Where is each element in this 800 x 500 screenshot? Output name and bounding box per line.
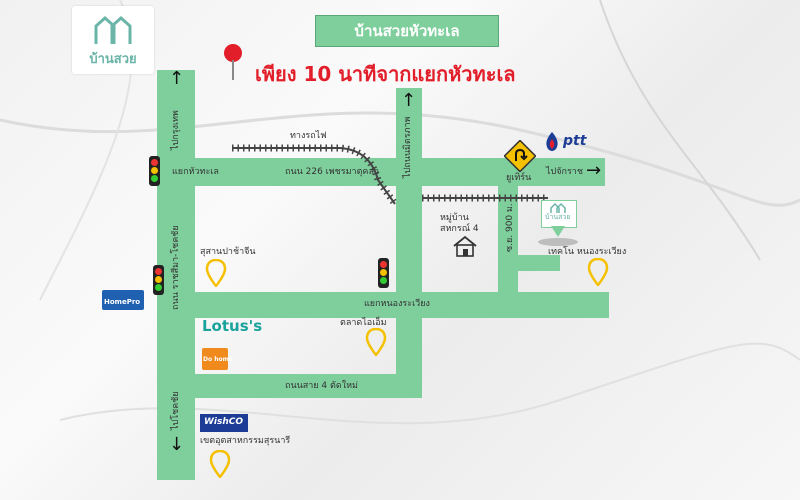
brand-dohome-logo	[202, 348, 228, 370]
project-marker-label: บ้านสวย	[545, 213, 571, 221]
place-talad: ตลาดไอเอ็ม	[340, 318, 387, 328]
location-pin-icon	[224, 44, 242, 80]
house-logo-icon	[94, 15, 132, 44]
brand-homepro-logo	[102, 290, 144, 310]
road-label-sai-4: ถนนสาย 4 ตัดใหม่	[285, 381, 358, 391]
arrow-right-icon: →	[586, 160, 602, 181]
logo-text: บ้านสวย	[89, 52, 137, 67]
location-pin-icon	[209, 450, 231, 478]
arrow-up-icon: ↑	[169, 68, 185, 89]
house-icon	[453, 235, 477, 257]
label-to-mittraphap: ไปถนนมิตรภาพ	[403, 116, 413, 178]
brand-wish-logo	[200, 414, 248, 432]
brand-dohome: Do home	[203, 356, 233, 363]
uturn-sign-icon	[504, 140, 536, 172]
project-shadow	[538, 238, 578, 246]
place-suan-pa-chin: สุสานปาช้าจีน	[200, 247, 256, 257]
label-uturn: ยูเทิร์น	[506, 173, 532, 183]
traffic-light-icon	[153, 265, 164, 295]
road-mittraphap-vertical	[396, 88, 422, 398]
road-label-226: ถนน 226 เพชรมาตุคลา	[285, 167, 380, 177]
road-sai-4	[157, 374, 422, 398]
place-industrial: เขตอุตสาหกรรมสุรนารี	[200, 436, 291, 446]
location-pin-icon	[365, 328, 387, 356]
brand-homepro: HomePro	[104, 298, 141, 306]
headline: เพียง 10 นาทีจากแยกหัวทะเล	[255, 62, 516, 86]
road-soi-branch	[498, 255, 560, 271]
label-railway: ทางรถไฟ	[290, 131, 327, 141]
place-tech-nong-rawiang: เทคโน หนองระเวียง	[548, 247, 627, 257]
location-pin-icon	[587, 258, 609, 286]
label-village: หมู่บ้าน สหกรณ์ 4	[440, 213, 479, 235]
road-nong-rawiang	[157, 292, 609, 318]
label-to-chokchai: ไปโชคชัย	[171, 391, 181, 430]
arrow-up-icon: ↑	[401, 90, 417, 111]
ptt-logo-icon	[546, 132, 558, 151]
label-hua-thale-junction: แยกหัวทะเล	[172, 167, 219, 177]
brand-ptt: ptt	[563, 133, 587, 149]
project-pointer-icon	[551, 226, 565, 237]
house-logo-icon	[550, 202, 566, 213]
brand-lotus: Lotus's	[202, 317, 263, 335]
traffic-light-icon	[378, 258, 389, 288]
road-label-ratchasima: ถนน ราชสีมา-โชคชัย	[171, 225, 181, 310]
label-nong-rawiang-junction: แยกหนองระเวียง	[364, 299, 430, 309]
road-226	[157, 158, 605, 186]
label-to-bangkok: ไปกรุงเทพ	[171, 110, 181, 150]
road-label-soi-900: ซ.ย. 900 ม.	[505, 203, 515, 252]
label-to-chakkarat: ไปจักราช	[546, 167, 583, 177]
brand-wish: WishCO	[204, 417, 244, 427]
title-banner: บ้านสวยหัวทะเล	[315, 15, 499, 47]
brand-logo: บ้านสวย	[72, 6, 154, 74]
location-pin-icon	[205, 259, 227, 287]
arrow-down-icon: ↓	[169, 434, 185, 455]
traffic-light-icon	[149, 156, 160, 186]
